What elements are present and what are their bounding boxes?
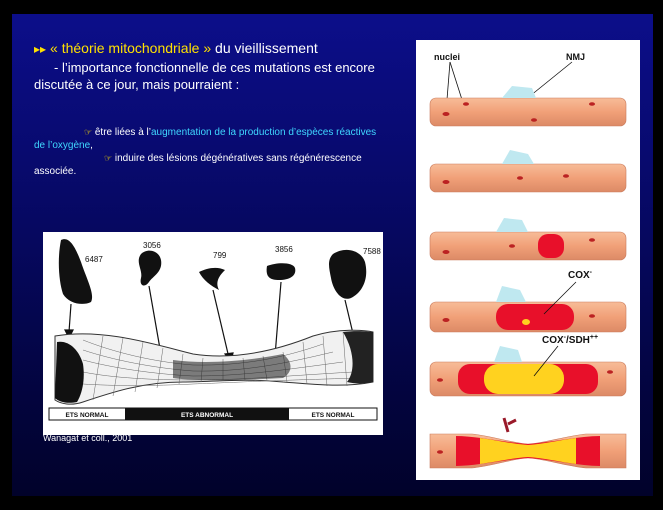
label-3856: 3856 <box>275 245 293 254</box>
bullet-item-2: ☞ induire des lésions dégénératives sans… <box>34 152 389 178</box>
fiber-2 <box>430 150 626 192</box>
nmj-label: NMJ <box>566 52 585 62</box>
slide-heading: ▸▸ « théorie mitochondriale » du vieillis… <box>34 40 394 58</box>
cross-section-4-shape <box>267 263 296 280</box>
label-7588: 7588 <box>363 247 381 256</box>
bullet-1-suffix: , <box>90 140 93 151</box>
bullet-1-prefix: être liées à l’ <box>95 127 151 138</box>
pointing-hand-icon: ☞ <box>84 127 92 137</box>
heading-text: du vieillissement <box>211 40 318 56</box>
cox-negative-label: COX- <box>568 269 593 281</box>
bullet-item-1: ☞ être liées à l’augmentation de la prod… <box>34 126 389 152</box>
label-6487: 6487 <box>85 255 103 264</box>
label-799: 799 <box>213 251 227 260</box>
fiber-5 <box>430 346 626 396</box>
fiber-reconstruction-svg: 6487 3056 799 3856 7588 <box>43 232 383 435</box>
fiber-3 <box>430 218 626 260</box>
cross-section-5-shape <box>329 250 366 299</box>
ets-normal-left-label: ETS NORMAL <box>66 412 109 419</box>
pointing-hand-icon: ☞ <box>104 153 112 163</box>
label-3056: 3056 <box>143 241 161 250</box>
cross-section-2-shape <box>139 251 162 286</box>
subtext-paragraph: - l’importance fonctionnelle de ces muta… <box>34 59 389 93</box>
bullet-2-text: induire des lésions dégénératives sans r… <box>34 153 362 177</box>
muscle-fiber-progression-svg: nuclei NMJ <box>416 40 640 480</box>
cox-sdh-label: COX-/SDH++ <box>542 334 598 346</box>
slide: ▸▸ « théorie mitochondriale » du vieillis… <box>12 14 653 496</box>
figure-credit: Wanagat et coll., 2001 <box>43 433 132 443</box>
fiber-reconstruction-figure: 6487 3056 799 3856 7588 <box>43 232 383 435</box>
muscle-fiber-progression-figure: nuclei NMJ <box>416 40 640 480</box>
cross-section-3-shape <box>199 268 225 290</box>
cross-section-1-shape <box>59 239 92 304</box>
ets-abnormal-label: ETS ABNORMAL <box>181 412 233 419</box>
fiber-6 <box>430 418 626 468</box>
bullet-list: ☞ être liées à l’augmentation de la prod… <box>34 126 389 178</box>
nuclei-label: nuclei <box>434 52 460 62</box>
ets-normal-right-label: ETS NORMAL <box>312 412 355 419</box>
heading-accent-text: « théorie mitochondriale » <box>50 40 211 56</box>
fiber-4 <box>430 286 626 332</box>
double-arrow-icon: ▸▸ <box>34 42 46 56</box>
